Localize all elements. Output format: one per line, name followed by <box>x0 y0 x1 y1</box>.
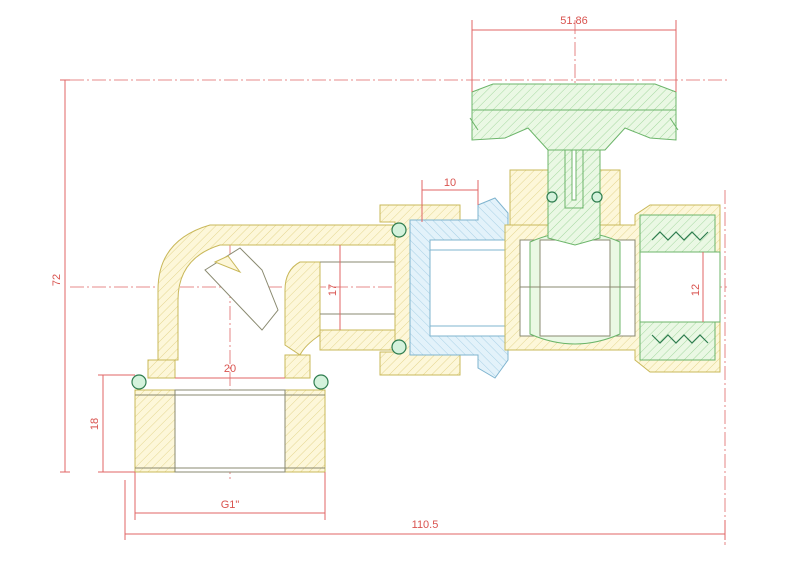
compression-fitting <box>639 214 721 361</box>
dim-port-offset: 10 <box>444 177 456 189</box>
dim-thread-height: 18 <box>89 418 101 430</box>
dim-thread-spec: G1" <box>221 499 240 511</box>
dim-outlet-diameter: 12 <box>690 284 702 296</box>
dim-inner-width: 20 <box>224 363 236 375</box>
thread-teeth-bottom <box>651 334 709 344</box>
thread-teeth-top <box>651 231 709 241</box>
elbow-body <box>131 224 396 473</box>
tailpiece <box>409 197 509 379</box>
dim-total-length: 110.5 <box>412 519 439 531</box>
dimension-lines <box>60 20 726 540</box>
dim-bore: 17 <box>327 284 339 296</box>
handle <box>469 83 679 151</box>
dim-handle-width: 51.86 <box>560 15 588 27</box>
dim-total-height: 72 <box>51 274 63 286</box>
